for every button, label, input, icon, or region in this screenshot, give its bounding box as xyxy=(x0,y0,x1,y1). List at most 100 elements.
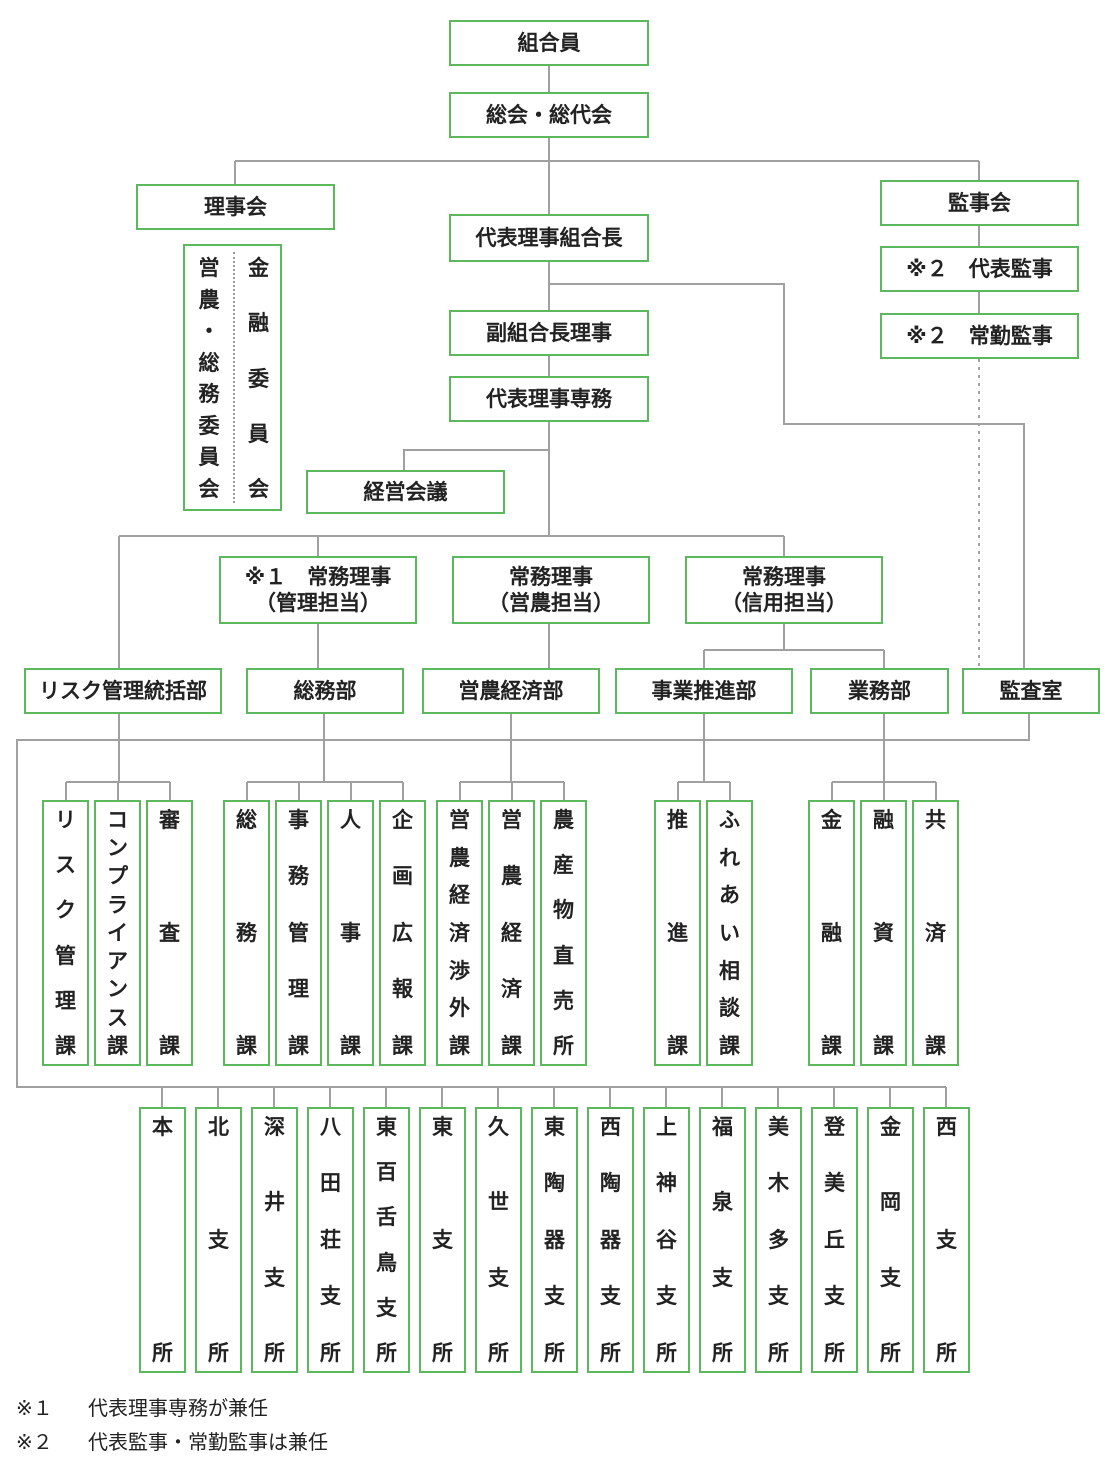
label-char: 総 xyxy=(236,808,257,832)
label-char: ラ xyxy=(107,892,128,917)
label-char: 泉 xyxy=(712,1190,733,1215)
label-char: 登 xyxy=(824,1115,845,1139)
label-char: 課 xyxy=(719,1033,740,1058)
label-char: 人 xyxy=(340,808,361,832)
label-char: 器 xyxy=(544,1227,565,1252)
label-char: イ xyxy=(107,920,128,945)
branch-box: 東百舌鳥支所 xyxy=(363,1107,410,1373)
label-char: 員 xyxy=(248,421,269,446)
general-assembly-box: 総会・総代会 xyxy=(449,92,649,138)
section-box: 推進課 xyxy=(654,800,701,1066)
label-char: 久 xyxy=(488,1115,509,1139)
management-meeting-box: 経営会議 xyxy=(306,470,505,514)
president-box: 代表理事組合長 xyxy=(449,214,649,262)
label-char: 丘 xyxy=(824,1227,845,1252)
label-char: 営 xyxy=(449,808,470,832)
section-box: 事務管理課 xyxy=(275,800,322,1066)
label-char: 企 xyxy=(392,808,413,832)
label-char: 所 xyxy=(208,1340,229,1365)
label-char: 鳥 xyxy=(376,1250,397,1275)
vice-president-box: 副組合長理事 xyxy=(449,310,649,356)
label-char: 百 xyxy=(376,1160,397,1185)
label-char: 井 xyxy=(264,1190,285,1215)
label-char: 舌 xyxy=(376,1205,397,1230)
section-box: 営農経済渉外課 xyxy=(436,800,483,1066)
label-char: 農 xyxy=(553,808,574,832)
label-char: ス xyxy=(107,1005,128,1030)
label-char: 農 xyxy=(449,845,470,870)
board-box: 理事会 xyxy=(136,184,335,230)
label-char: 東 xyxy=(432,1115,453,1139)
label-char: 会 xyxy=(248,477,269,501)
label-char: 理 xyxy=(288,977,309,1002)
label-char: 所 xyxy=(600,1340,621,1365)
label-char: 課 xyxy=(392,1033,413,1058)
label-char: 済 xyxy=(449,920,470,945)
label-char: 深 xyxy=(264,1115,285,1139)
section-box: 審査課 xyxy=(146,800,193,1066)
branch-box: 東陶器支所 xyxy=(531,1107,578,1373)
md-farm-box: 常務理事（営農担当） xyxy=(452,556,650,624)
label-char: 支 xyxy=(488,1265,509,1290)
label-char: 陶 xyxy=(600,1171,621,1196)
label-char: 課 xyxy=(449,1033,470,1058)
label-char: 支 xyxy=(544,1284,565,1309)
label-char: 委 xyxy=(198,413,220,438)
dept-farm-box: 営農経済部 xyxy=(422,668,600,714)
label-char: 課 xyxy=(159,1033,180,1058)
dept-business-box: 事業推進部 xyxy=(615,668,793,714)
section-box: コンプライアンス課 xyxy=(94,800,141,1066)
label-char: 済 xyxy=(501,977,522,1002)
label-char: 広 xyxy=(392,920,413,945)
label-char: ク xyxy=(55,898,76,923)
label-char: い xyxy=(719,920,740,945)
label-char: 西 xyxy=(600,1115,621,1139)
label-char: 所 xyxy=(880,1340,901,1365)
md-credit-box: 常務理事（信用担当） xyxy=(685,556,883,624)
label-char: 課 xyxy=(821,1033,842,1058)
senior-director-box: 代表理事専務 xyxy=(449,376,649,422)
branch-box: 金岡支所 xyxy=(867,1107,914,1373)
label-char: 世 xyxy=(488,1190,509,1215)
label-char: 金 xyxy=(248,256,269,280)
label-char: 談 xyxy=(719,996,740,1021)
section-box: 農産物直売所 xyxy=(540,800,587,1066)
label-char: 事 xyxy=(288,808,309,832)
section-box: リスク管理課 xyxy=(42,800,89,1066)
label-char: 支 xyxy=(600,1284,621,1309)
label-char: 支 xyxy=(880,1265,901,1290)
branch-box: 久世支所 xyxy=(475,1107,522,1373)
committee-divider xyxy=(233,252,235,503)
label-char: 所 xyxy=(712,1340,733,1365)
section-box: 金融課 xyxy=(808,800,855,1066)
label-char: ア xyxy=(107,949,128,974)
label-char: ふ xyxy=(719,808,740,832)
label-char: 融 xyxy=(821,920,842,945)
label-char: 課 xyxy=(55,1033,76,1058)
label-char: れ xyxy=(719,845,740,870)
label-char: 所 xyxy=(553,1033,574,1058)
dept-risk-box: リスク管理統括部 xyxy=(24,668,222,714)
label-char: 所 xyxy=(320,1340,341,1365)
branch-box: 深井支所 xyxy=(251,1107,298,1373)
section-box: 人事課 xyxy=(327,800,374,1066)
label-char: 所 xyxy=(152,1340,173,1365)
label-char: 田 xyxy=(320,1171,341,1196)
label-char: 進 xyxy=(667,920,688,945)
label-char: 金 xyxy=(821,808,842,832)
label-char: 木 xyxy=(768,1171,789,1196)
label-char: 西 xyxy=(936,1115,957,1139)
label-char: 経 xyxy=(501,920,522,945)
label-char: 売 xyxy=(553,988,574,1013)
label-char: 農 xyxy=(198,287,220,312)
label-char: 東 xyxy=(544,1115,565,1139)
branch-box: 福泉支所 xyxy=(699,1107,746,1373)
label-char: 営 xyxy=(501,808,522,832)
label-char: 管 xyxy=(288,920,309,945)
section-box: 共済課 xyxy=(912,800,959,1066)
label-char: 所 xyxy=(488,1340,509,1365)
label-char: 金 xyxy=(880,1115,901,1139)
label-char: 美 xyxy=(768,1115,789,1139)
section-box: ふれあい相談課 xyxy=(706,800,753,1066)
